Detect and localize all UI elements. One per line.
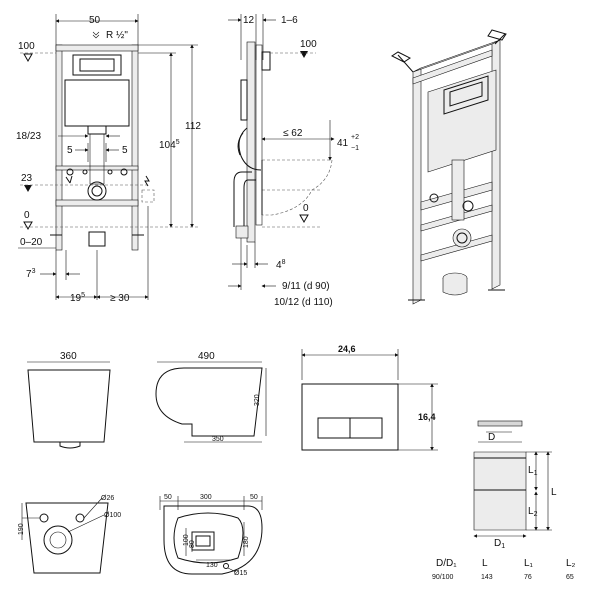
frame-width-label: 50 bbox=[89, 15, 101, 26]
frame-3d-illustration bbox=[391, 29, 507, 305]
wc-d50-right-label: 50 bbox=[250, 494, 258, 501]
wc-d26-label: Ø26 bbox=[101, 495, 114, 502]
pipe-l2-label: L2 bbox=[528, 506, 538, 518]
d-7-label: 73 bbox=[26, 268, 36, 280]
d-9-11-label: 9/11 (d 90) bbox=[282, 281, 330, 292]
pipe-d1-label: D1 bbox=[494, 538, 505, 550]
table-header-l: L bbox=[482, 558, 488, 569]
pipe-dimension-table: D/D₁ L L₁ L₂ 90/100 143 76 65 bbox=[432, 558, 576, 581]
d-62-label: ≤ 62 bbox=[283, 128, 303, 139]
d-1-6-label: 1–6 bbox=[281, 15, 298, 26]
wc-d190-label: 190 bbox=[18, 523, 25, 535]
supply-thread-label: R ½" bbox=[106, 30, 128, 41]
d-41-minus-label: −1 bbox=[351, 145, 359, 152]
table-header-d: D/D₁ bbox=[436, 558, 457, 569]
frame-front-view: 50 R ½" 100 23 0 bbox=[16, 14, 201, 304]
wc-height-320-label: 320 bbox=[254, 394, 261, 406]
wc-d15-label: Ø15 bbox=[234, 570, 247, 577]
table-cell-l1: 76 bbox=[524, 574, 532, 581]
wc-length-490-label: 490 bbox=[198, 351, 215, 362]
pipe-l1-label: L1 bbox=[528, 465, 538, 477]
plate-width-label: 24,6 bbox=[338, 344, 356, 354]
wc-side-view: 490 320 350 bbox=[155, 351, 267, 443]
d-5-right-label: 5 bbox=[122, 145, 128, 156]
level-0-label: 0 bbox=[24, 210, 30, 221]
wc-bottom-view: Ø26 Ø100 190 bbox=[18, 495, 121, 574]
table-cell-l: 143 bbox=[481, 574, 493, 581]
side-level-100-label: 100 bbox=[300, 39, 317, 50]
d-10-12-label: 10/12 (d 110) bbox=[274, 297, 333, 308]
height-104-label: 1045 bbox=[159, 139, 180, 151]
wc-d300-label: 300 bbox=[200, 494, 212, 501]
wc-top-view: 360 bbox=[27, 351, 111, 449]
pipe-l-label: L bbox=[551, 487, 557, 498]
table-cell-d: 90/100 bbox=[432, 574, 454, 581]
wc-d130-label: 130 bbox=[206, 562, 218, 569]
range-0-20-label: 0–20 bbox=[20, 237, 43, 248]
wc-d100-v-label: 100 bbox=[183, 534, 190, 546]
wc-mounting-view: 50 300 50 100 80 130 180 Ø15 bbox=[159, 494, 263, 577]
table-header-l2: L₂ bbox=[566, 558, 576, 569]
side-level-0-label: 0 bbox=[303, 203, 309, 214]
pipe-connector-view: D D1 L L1 L2 bbox=[473, 420, 557, 550]
wc-d100-label: Ø100 bbox=[104, 512, 121, 519]
d-5-left-label: 5 bbox=[67, 145, 73, 156]
pipe-d-label: D bbox=[488, 432, 495, 443]
d-18-23-label: 18/23 bbox=[16, 131, 41, 142]
wc-depth-350-label: 350 bbox=[212, 436, 224, 443]
level-23-label: 23 bbox=[21, 173, 33, 184]
d-19-label: 195 bbox=[70, 292, 85, 304]
wc-d80-label: 80 bbox=[189, 540, 196, 548]
wc-d50-left-label: 50 bbox=[164, 494, 172, 501]
table-cell-l2: 65 bbox=[566, 574, 574, 581]
d-30-label: ≥ 30 bbox=[110, 293, 130, 304]
table-header-l1: L₁ bbox=[524, 558, 534, 569]
height-112-label: 112 bbox=[185, 121, 201, 132]
d-41-plus-label: +2 bbox=[351, 134, 359, 141]
d-41-label: 41 bbox=[337, 138, 349, 149]
d-12-label: 12 bbox=[243, 15, 255, 26]
frame-side-view: 12 1–6 100 ≤ 62 41 +2 −1 0 bbox=[228, 14, 359, 308]
wc-width-360-label: 360 bbox=[60, 351, 77, 362]
plate-height-label: 16,4 bbox=[418, 412, 436, 422]
d-4-label: 48 bbox=[276, 259, 286, 271]
level-100-label: 100 bbox=[18, 41, 35, 52]
actuator-plate-view: 24,6 16,4 bbox=[301, 344, 438, 451]
wc-d180-label: 180 bbox=[243, 536, 250, 548]
